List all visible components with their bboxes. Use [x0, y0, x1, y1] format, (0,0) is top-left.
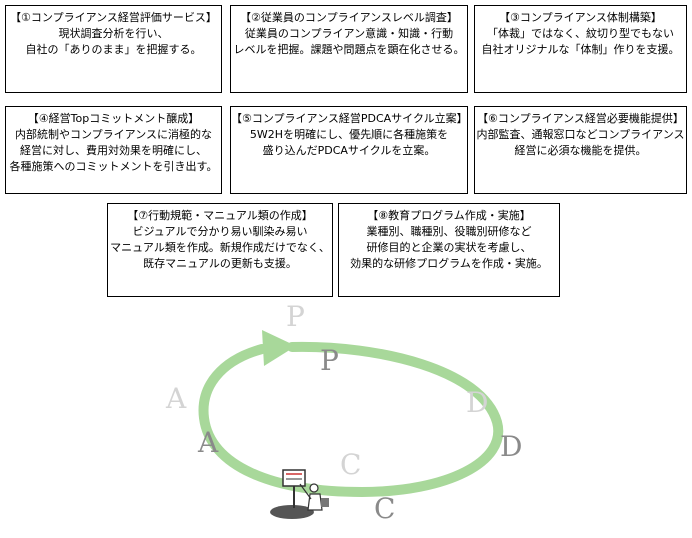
service-box-8-line-2: 研修目的と企業の実状を考慮し、: [366, 241, 532, 254]
cycle-arrowhead-icon: [262, 330, 296, 366]
letter-c: C: [374, 492, 395, 525]
letter-a: A: [197, 426, 219, 459]
service-box-4-title: 【④経営Topコミットメント醸成】: [27, 112, 200, 125]
service-box-1-line-1: 現状調査分析を行い、: [58, 27, 169, 40]
letter-p: P: [320, 344, 339, 377]
service-box-4-line-3: 各種施策へのコミットメントを引き出す。: [9, 160, 218, 173]
service-box-4-line-2: 経営に対し、費用対効果を明確にし、: [20, 144, 207, 157]
letter-d: D: [500, 430, 522, 463]
service-box-5-line-2: 盛り込んだPDCAサイクルを立案。: [262, 144, 436, 157]
letter-p-shadow: P: [286, 300, 305, 333]
service-box-7-title: 【⑦行動規範・マニュアル類の作成】: [127, 209, 313, 222]
service-box-8-line-3: 効果的な研修プログラムを作成・実施。: [350, 257, 548, 270]
letter-c-shadow: C: [340, 448, 361, 481]
service-box-7: 【⑦行動規範・マニュアル類の作成】 ビジュアルで分かり易い馴染み易い マニュアル…: [107, 203, 333, 297]
service-box-3: 【③コンプライアンス体制構築】 「体裁」ではなく、紋切り型でもない 自社オリジナ…: [474, 5, 687, 93]
service-box-8-title: 【⑧教育プログラム作成・実施】: [367, 209, 531, 222]
service-box-1-title: 【①コンプライアンス経営評価サービス】: [10, 11, 217, 24]
service-box-6-title: 【⑥コンプライアンス経営必要機能提供】: [477, 112, 684, 125]
service-box-5-title: 【⑤コンプライアンス経営PDCAサイクル立案】: [231, 112, 468, 125]
cycle-ring: [198, 341, 504, 498]
service-box-5-line-1: 5W2Hを明確にし、優先順に各種施策を: [249, 128, 449, 141]
service-box-6-line-2: 経営に必須な機能を提供。: [514, 144, 647, 157]
service-box-6-line-1: 内部監査、通報窓口などコンプライアンス: [476, 128, 685, 141]
service-box-3-title: 【③コンプライアンス体制構築】: [499, 11, 662, 24]
service-box-2-line-1: 従業員のコンプライアン意識・知識・行動: [244, 27, 454, 40]
service-box-1-line-2: 自社の「ありのまま」を把握する。: [25, 43, 202, 56]
service-box-8: 【⑧教育プログラム作成・実施】 業種別、職種別、役職別研修など 研修目的と企業の…: [338, 203, 560, 297]
service-box-7-line-3: 既存マニュアルの更新も支援。: [143, 257, 297, 270]
service-box-3-line-2: 自社オリジナルな「体制」作りを支援。: [481, 43, 680, 56]
letter-a-shadow: A: [165, 382, 187, 415]
service-box-1: 【①コンプライアンス経営評価サービス】 現状調査分析を行い、 自社の「ありのまま…: [5, 5, 222, 93]
signboard-figure-icon: [270, 469, 329, 519]
service-box-3-line-1: 「体裁」ではなく、紋切り型でもない: [487, 27, 674, 40]
letter-d-shadow: D: [466, 386, 488, 419]
service-box-4-line-1: 内部統制やコンプライアンスに消極的な: [14, 128, 212, 141]
service-box-6: 【⑥コンプライアンス経営必要機能提供】 内部監査、通報窓口などコンプライアンス …: [474, 106, 687, 194]
service-box-5: 【⑤コンプライアンス経営PDCAサイクル立案】 5W2Hを明確にし、優先順に各種…: [230, 106, 468, 194]
service-box-7-line-2: マニュアル類を作成。新規作成だけでなく、: [110, 241, 330, 254]
service-box-4: 【④経営Topコミットメント醸成】 内部統制やコンプライアンスに消極的な 経営に…: [5, 106, 222, 194]
service-box-2-line-2: レベルを把握。課題や問題点を顕在化させる。: [233, 43, 465, 56]
service-box-2: 【②従業員のコンプライアンスレベル調査】 従業員のコンプライアン意識・知識・行動…: [230, 5, 468, 93]
service-box-2-title: 【②従業員のコンプライアンスレベル調査】: [240, 11, 458, 24]
service-box-8-line-1: 業種別、職種別、役職別研修など: [366, 225, 532, 238]
service-box-7-line-1: ビジュアルで分かり易い馴染み易い: [132, 225, 308, 238]
